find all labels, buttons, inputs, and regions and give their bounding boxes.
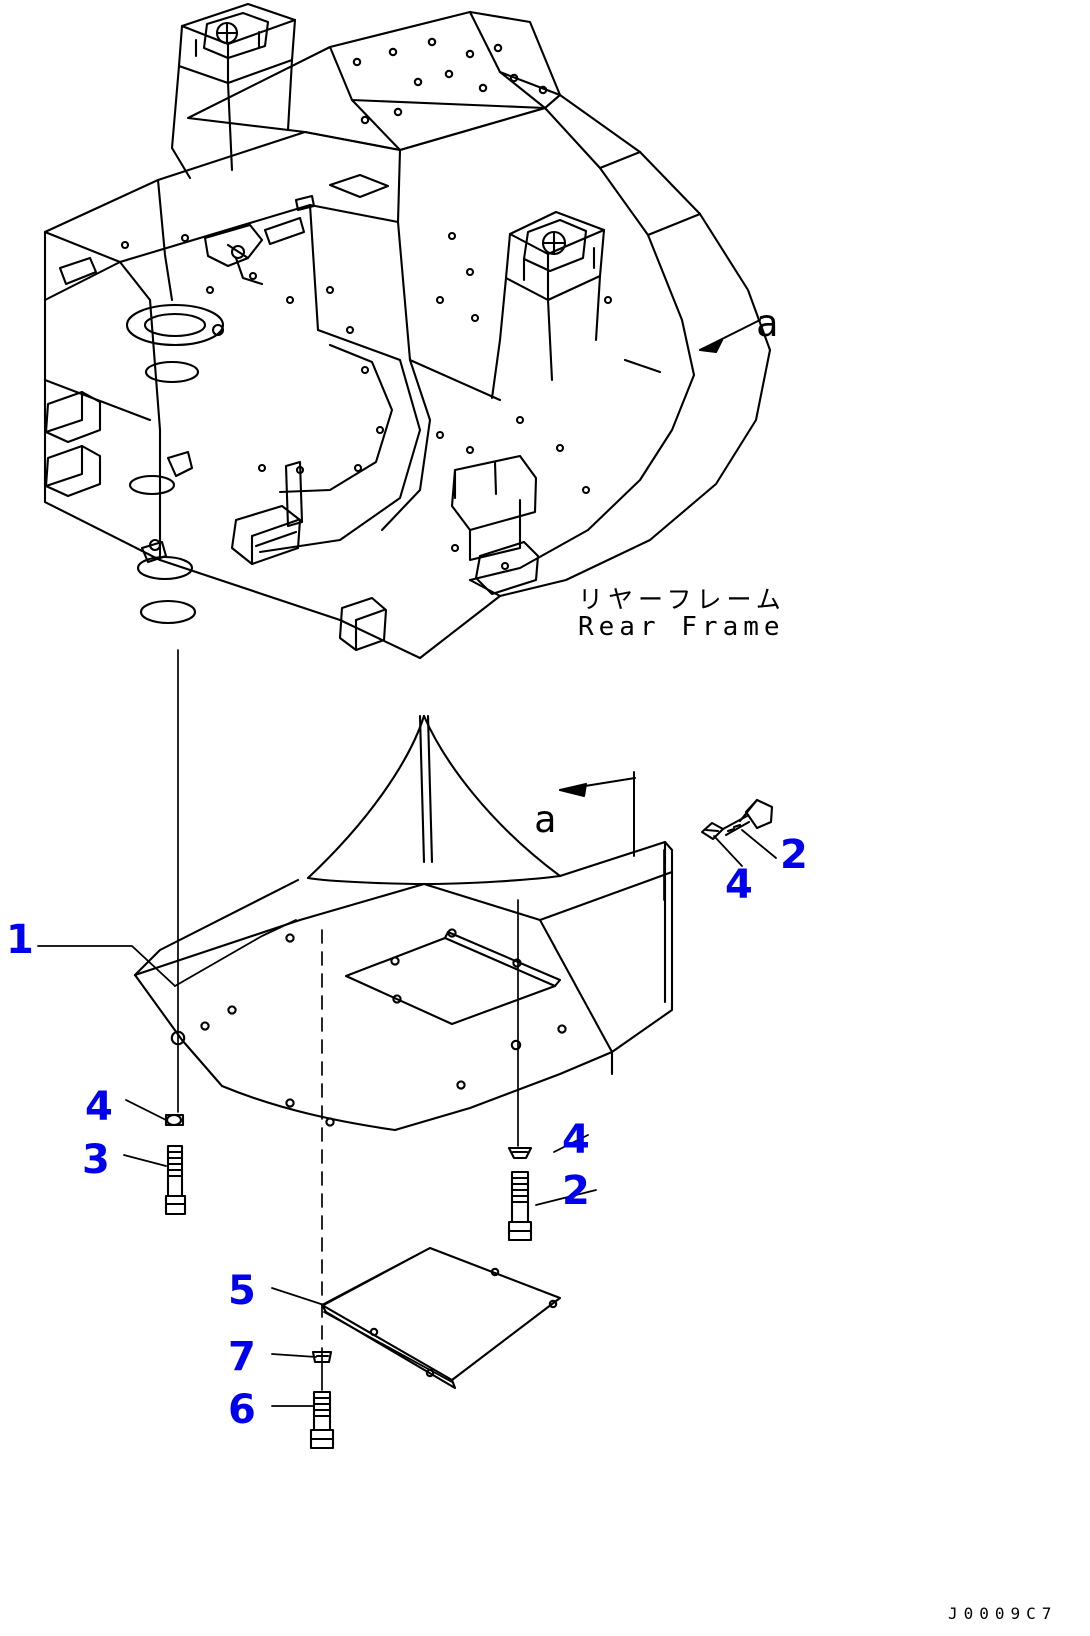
- cover-plate: [320, 1246, 562, 1390]
- callout-2-right[interactable]: 2: [562, 1168, 590, 1214]
- assembly-lines: [177, 649, 665, 1391]
- fastener-left: [164, 1113, 187, 1216]
- drawing-number: J0009C7: [948, 1604, 1058, 1623]
- callout-6[interactable]: 6: [228, 1387, 256, 1433]
- fastener-upper-right: [700, 798, 774, 841]
- component-caption-en: Rear Frame: [578, 612, 785, 642]
- callout-5[interactable]: 5: [228, 1268, 256, 1314]
- callout-7[interactable]: 7: [228, 1334, 256, 1380]
- section-letter-bottom: a: [534, 798, 557, 841]
- callout-4-left[interactable]: 4: [85, 1084, 113, 1130]
- callout-4-upper[interactable]: 4: [725, 862, 753, 908]
- callout-1[interactable]: 1: [6, 917, 34, 963]
- guard-plate: [133, 714, 674, 1132]
- section-arrow-bottom: [558, 771, 636, 857]
- section-letter-top: a: [756, 302, 779, 345]
- fastener-right: [507, 1146, 533, 1242]
- callout-3[interactable]: 3: [82, 1137, 110, 1183]
- callout-4-right[interactable]: 4: [562, 1117, 590, 1163]
- callout-2-upper[interactable]: 2: [780, 832, 808, 878]
- section-arrow-top: [698, 319, 761, 354]
- callout-leaders: [37, 829, 777, 1407]
- component-caption-jp: リヤーフレーム: [578, 585, 786, 614]
- rear-frame-body: [43, 2, 772, 660]
